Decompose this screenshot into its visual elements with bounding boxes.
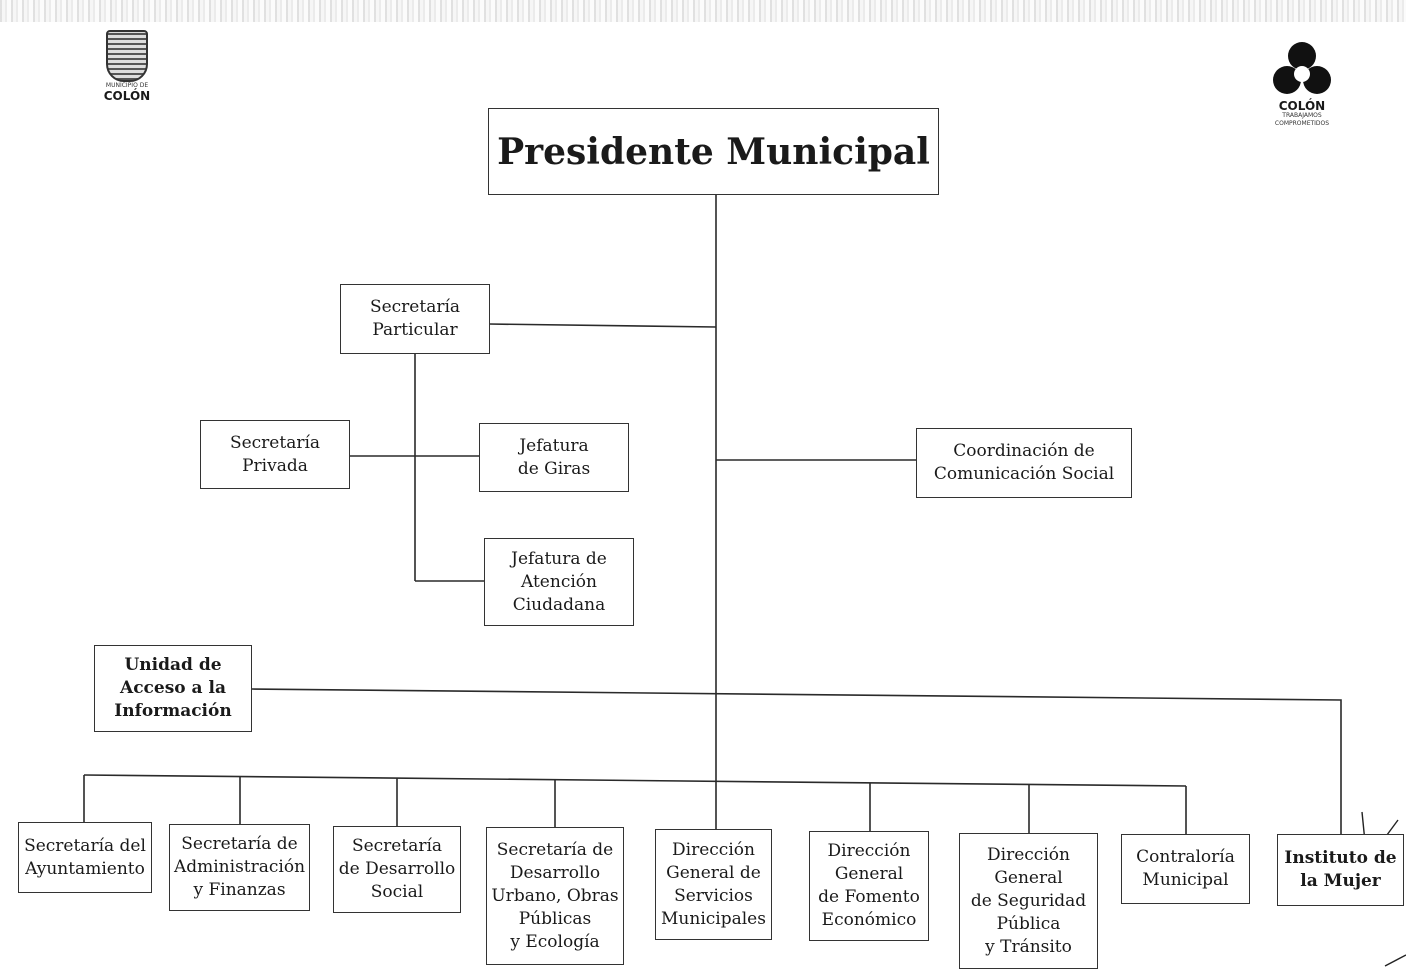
trefoil-icon (1273, 42, 1331, 100)
box-label: Dirección General de Fomento Económico (818, 841, 920, 930)
box-label: Secretaría Privada (229, 432, 321, 476)
box-secretaria-privada: Secretaría Privada (200, 420, 350, 489)
box-label: Unidad de Acceso a la Información (114, 655, 232, 721)
box-label: Secretaría de Desarrollo Urbano, Obras P… (491, 839, 619, 952)
box-comunicacion-social: Coordinación de Comunicación Social (916, 428, 1132, 498)
logo-left-caption: MUNICIPIO DE (105, 82, 149, 89)
logo-right-tagline-2: COMPROMETIDOS (1274, 120, 1330, 127)
box-unidad-acceso-informacion: Unidad de Acceso a la Información (94, 645, 252, 732)
box-label: Secretaría de Administración y Finanzas (173, 834, 306, 900)
box-label: Instituto de la Mujer (1284, 848, 1397, 891)
box-secretaria-desarrollo-social: Secretaría de Desarrollo Social (333, 826, 461, 913)
logo-right-tagline-1: TRABAJAMOS (1282, 112, 1322, 119)
box-secretaria-ayuntamiento: Secretaría del Ayuntamiento (18, 822, 152, 893)
box-jefatura-atencion-ciudadana: Jefatura de Atención Ciudadana (484, 538, 634, 626)
box-label: Dirección General de Seguridad Pública y… (970, 844, 1087, 957)
municipality-seal-logo: MUNICIPIO DE COLÓN (92, 30, 162, 125)
box-label: Secretaría del Ayuntamiento (24, 835, 146, 879)
org-title: Presidente Municipal (497, 130, 930, 173)
box-jefatura-giras: Jefatura de Giras (479, 423, 629, 492)
box-label: Jefatura de Atención Ciudadana (511, 548, 607, 615)
box-label: Secretaría de Desarrollo Social (338, 836, 456, 902)
box-instituto-mujer: Instituto de la Mujer (1277, 834, 1404, 906)
box-direccion-fomento-economico: Dirección General de Fomento Económico (809, 831, 929, 941)
logo-right-name: COLÓN (1278, 99, 1326, 113)
box-secretaria-administracion-finanzas: Secretaría de Administración y Finanzas (169, 824, 310, 911)
box-direccion-servicios-municipales: Dirección General de Servicios Municipal… (655, 829, 772, 940)
colon-brand-logo: COLÓN TRABAJAMOS COMPROMETIDOS (1262, 42, 1342, 132)
logo-left-name: COLÓN (103, 89, 151, 103)
box-direccion-seguridad-publica: Dirección General de Seguridad Pública y… (959, 833, 1098, 969)
scan-noise-strip (0, 0, 1406, 22)
box-label: Secretaría Particular (369, 297, 461, 340)
box-label: Dirección General de Servicios Municipal… (661, 839, 766, 929)
box-label: Contraloría Municipal (1136, 847, 1235, 890)
box-label: Jefatura de Giras (517, 435, 591, 479)
box-secretaria-particular: Secretaría Particular (340, 284, 490, 354)
coat-of-arms-icon (106, 30, 148, 82)
box-presidente-municipal: Presidente Municipal (488, 108, 939, 195)
box-label: Coordinación de Comunicación Social (933, 441, 1115, 484)
box-contraloria-municipal: Contraloría Municipal (1121, 834, 1250, 904)
box-secretaria-desarrollo-urbano: Secretaría de Desarrollo Urbano, Obras P… (486, 827, 624, 965)
